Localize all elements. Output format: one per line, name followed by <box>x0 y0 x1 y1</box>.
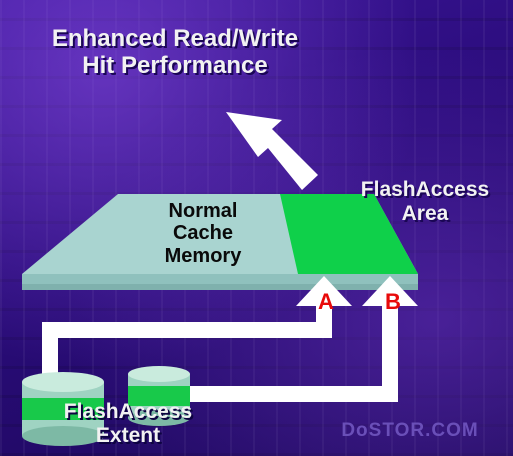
disk-left <box>22 372 104 446</box>
path-b-arrowhead <box>362 276 418 306</box>
path-a-line <box>42 298 332 382</box>
watermark-logo: DoSTOR.COM <box>341 420 479 441</box>
path-a-label: A <box>318 289 334 314</box>
flash-area-label: FlashAccess Area <box>340 178 510 225</box>
flash-area-block <box>280 194 418 274</box>
cache-layer-lower <box>22 284 418 290</box>
cache-label-line-3: Memory <box>164 244 242 267</box>
path-b-label: B <box>385 289 401 314</box>
path-a-arrowhead <box>296 276 352 306</box>
flash-extent-label: FlashAccess Extent <box>28 400 228 447</box>
cache-label-line-2: Cache <box>172 222 234 245</box>
flash-area-line-1: FlashAccess <box>360 178 490 201</box>
cache-label: Normal Cache Memory <box>138 200 268 267</box>
flash-area-line-2: Area <box>401 201 449 225</box>
flash-extent-line-1: FlashAccess <box>63 400 193 423</box>
cache-layer-edge <box>22 274 418 284</box>
performance-arrow <box>226 112 318 190</box>
title-line-1: Enhanced Read/Write <box>51 25 299 52</box>
path-b-line <box>180 298 398 402</box>
flash-extent-line-2: Extent <box>95 423 161 447</box>
performance-title: Enhanced Read/Write Hit Performance <box>10 25 340 80</box>
title-line-2: Hit Performance <box>82 51 268 79</box>
cache-label-line-1: Normal <box>168 200 238 222</box>
disk-right <box>128 366 190 426</box>
